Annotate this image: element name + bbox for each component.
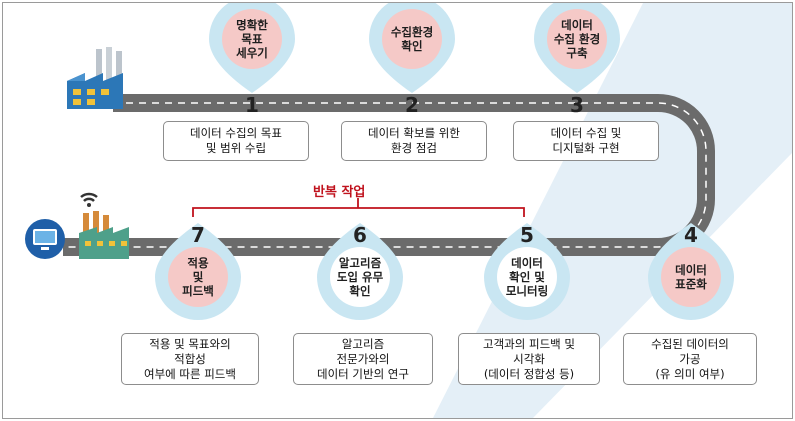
factory-icon	[67, 47, 123, 109]
step-4-number: 4	[684, 223, 698, 247]
step-5-number: 5	[520, 223, 534, 247]
repeat-label: 반복 작업	[313, 185, 366, 200]
step-2-number: 2	[405, 93, 419, 117]
step-4-pin-shape	[648, 223, 734, 320]
step-1-number: 1	[245, 93, 259, 117]
step-3-number: 3	[570, 93, 584, 117]
step-5-pin-shape	[484, 223, 570, 320]
step-2-pin-shape	[369, 3, 455, 93]
smart-factory-icon	[25, 192, 129, 259]
step-pins	[155, 3, 734, 321]
step-7-number: 7	[191, 223, 205, 247]
step-6-number: 6	[353, 223, 367, 247]
step-7-pin-shape	[155, 223, 242, 321]
step-3-pin-shape	[534, 3, 620, 93]
step-1-pin-shape	[209, 3, 295, 93]
step-6-pin-shape	[317, 223, 403, 321]
repeat-bracket	[192, 198, 525, 217]
